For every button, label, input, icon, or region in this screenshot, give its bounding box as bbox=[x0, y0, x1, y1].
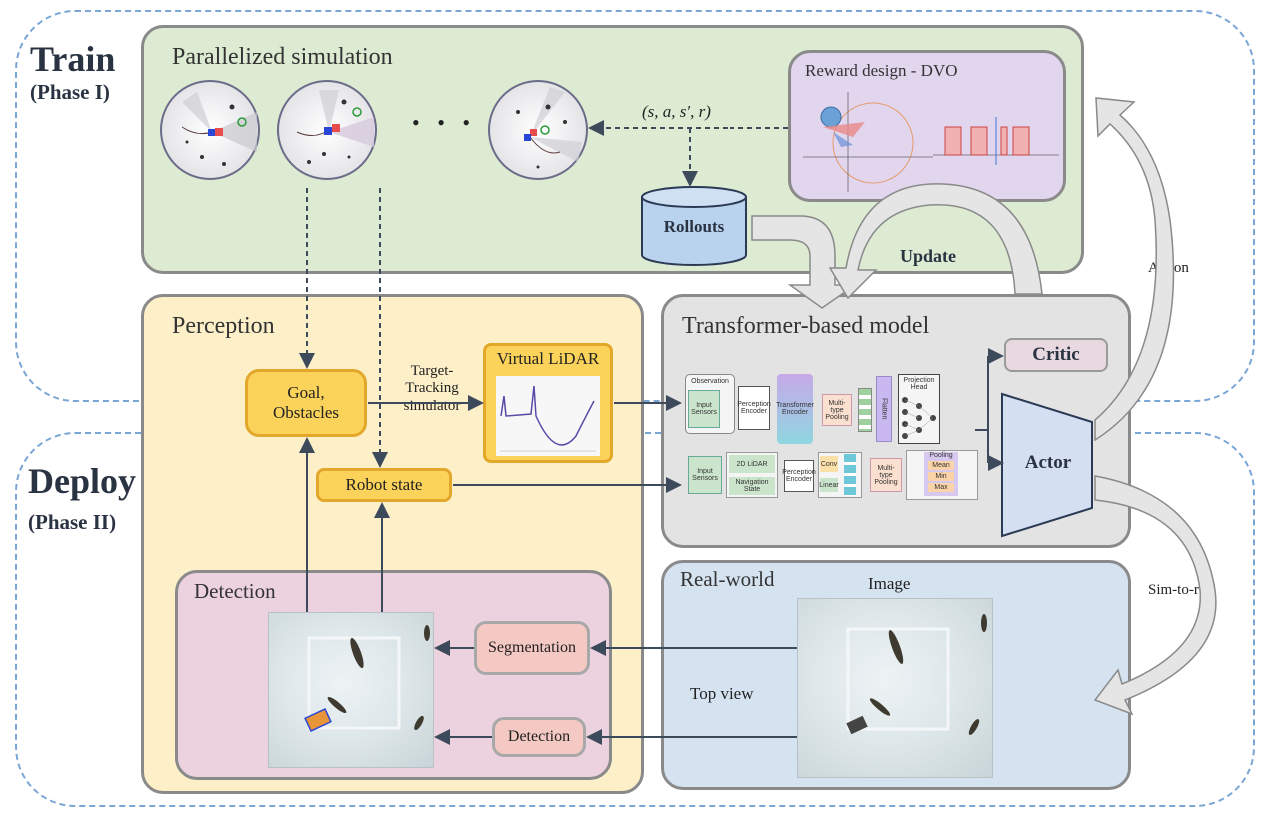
model-title: Transformer-based model bbox=[682, 313, 930, 339]
virtual-lidar-label: Virtual LiDAR bbox=[496, 349, 600, 368]
update-label: Update bbox=[900, 246, 957, 266]
navigation-state-label: Navigation State bbox=[735, 479, 769, 493]
pooled-tokens bbox=[858, 388, 872, 432]
flatten-label: Flatten bbox=[880, 398, 888, 420]
detection-title: Detection bbox=[194, 579, 276, 603]
image-label: Image bbox=[868, 574, 911, 593]
action-label: Action bbox=[1148, 260, 1189, 276]
perception-encoder-label-top: Perception Encoder bbox=[737, 401, 771, 415]
virtual-lidar-box: Virtual LiDAR bbox=[483, 343, 613, 463]
detection-box-label: Detection bbox=[507, 728, 571, 745]
mean-block: Mean bbox=[928, 461, 954, 470]
reward-plot bbox=[803, 92, 1059, 192]
input-sensors-label-bottom: Input Sensors bbox=[692, 468, 718, 482]
input-sensors-block-top: Input Sensors bbox=[688, 390, 720, 428]
simulator-label: Target- Tracking simulator bbox=[403, 363, 461, 414]
transformer-encoder-block: Transformer Encoder bbox=[776, 374, 814, 444]
projection-network bbox=[902, 397, 936, 439]
pooling-label: Pooling bbox=[929, 452, 953, 459]
rollouts-database: Rollouts bbox=[640, 185, 748, 267]
observation-label: Observation bbox=[691, 378, 729, 385]
navigation-state-block: Navigation State bbox=[729, 477, 775, 495]
sim-environment-n bbox=[488, 80, 588, 180]
goal-obstacles-box: Goal, Obstacles bbox=[245, 369, 367, 437]
detection-box: Detection bbox=[492, 717, 586, 757]
multitype-pooling-label-top: Multi-type Pooling bbox=[825, 399, 849, 421]
multitype-pooling-block-bottom: Multi-type Pooling bbox=[870, 458, 902, 492]
lidar-plot bbox=[496, 376, 600, 456]
max-block: Max bbox=[928, 483, 954, 492]
reward-panel: Reward design - DVO bbox=[788, 50, 1066, 202]
conv-block: Conv bbox=[820, 456, 838, 472]
mean-label: Mean bbox=[932, 462, 950, 469]
robot-state-label: Robot state bbox=[345, 475, 423, 495]
critic-box: Critic bbox=[1004, 338, 1108, 372]
top-view-label: Top view bbox=[690, 684, 754, 703]
critic-label: Critic bbox=[1032, 344, 1080, 365]
input-sensors-label-top: Input Sensors bbox=[691, 402, 717, 416]
perception-encoder-block-top: Perception Encoder bbox=[737, 386, 771, 430]
ellipsis: • • • bbox=[412, 110, 477, 135]
input-sensors-block-bottom: Input Sensors bbox=[688, 456, 722, 494]
detection-image bbox=[268, 612, 434, 768]
lidar-2d-label: 2D LiDAR bbox=[736, 460, 768, 468]
flatten-block: Flatten bbox=[876, 376, 892, 442]
lidar-2d-block: 2D LiDAR bbox=[729, 455, 775, 473]
segmentation-label: Segmentation bbox=[488, 639, 576, 656]
max-label: Max bbox=[934, 484, 948, 491]
encoder-tokens bbox=[844, 454, 856, 496]
goal-obstacles-label: Goal, Obstacles bbox=[272, 383, 340, 422]
projection-head-label: Projection Head bbox=[903, 377, 935, 391]
deploy-title: Deploy bbox=[28, 461, 136, 501]
min-label: Min bbox=[935, 473, 947, 480]
train-subtitle: (Phase I) bbox=[30, 80, 110, 104]
robot-state-box: Robot state bbox=[316, 468, 452, 502]
perception-encoder-label-bottom: Perception Encoder bbox=[782, 469, 816, 483]
linear-label: Linear bbox=[819, 481, 839, 489]
perception-encoder-block-bottom: Perception Encoder bbox=[782, 460, 816, 492]
actor-box: Actor bbox=[1000, 392, 1096, 538]
transformer-encoder-label: Transformer Encoder bbox=[776, 402, 814, 416]
realworld-image bbox=[797, 598, 993, 778]
perception-title: Perception bbox=[172, 313, 275, 339]
simulation-title: Parallelized simulation bbox=[172, 44, 393, 70]
deploy-subtitle: (Phase II) bbox=[28, 510, 117, 534]
conv-label: Conv bbox=[820, 460, 838, 468]
transition-label: (s, a, s′, r) bbox=[642, 102, 711, 121]
min-block: Min bbox=[928, 472, 954, 481]
rollouts-label: Rollouts bbox=[663, 217, 725, 236]
segmentation-box: Segmentation bbox=[474, 621, 590, 675]
linear-block: Linear bbox=[819, 478, 839, 492]
train-title: Train bbox=[30, 39, 116, 79]
multitype-pooling-block-top: Multi-type Pooling bbox=[822, 394, 852, 426]
architecture-diagram: Observation Input Sensors Perception Enc… bbox=[680, 372, 980, 504]
realworld-title: Real-world bbox=[680, 567, 775, 591]
reward-title: Reward design - DVO bbox=[805, 61, 958, 80]
sim-environment-1 bbox=[160, 80, 260, 180]
sim-to-real-label: Sim-to-real bbox=[1148, 582, 1217, 598]
multitype-pooling-label-bottom: Multi-type Pooling bbox=[874, 464, 898, 486]
sim-environment-2 bbox=[277, 80, 377, 180]
actor-label: Actor bbox=[1024, 452, 1072, 473]
